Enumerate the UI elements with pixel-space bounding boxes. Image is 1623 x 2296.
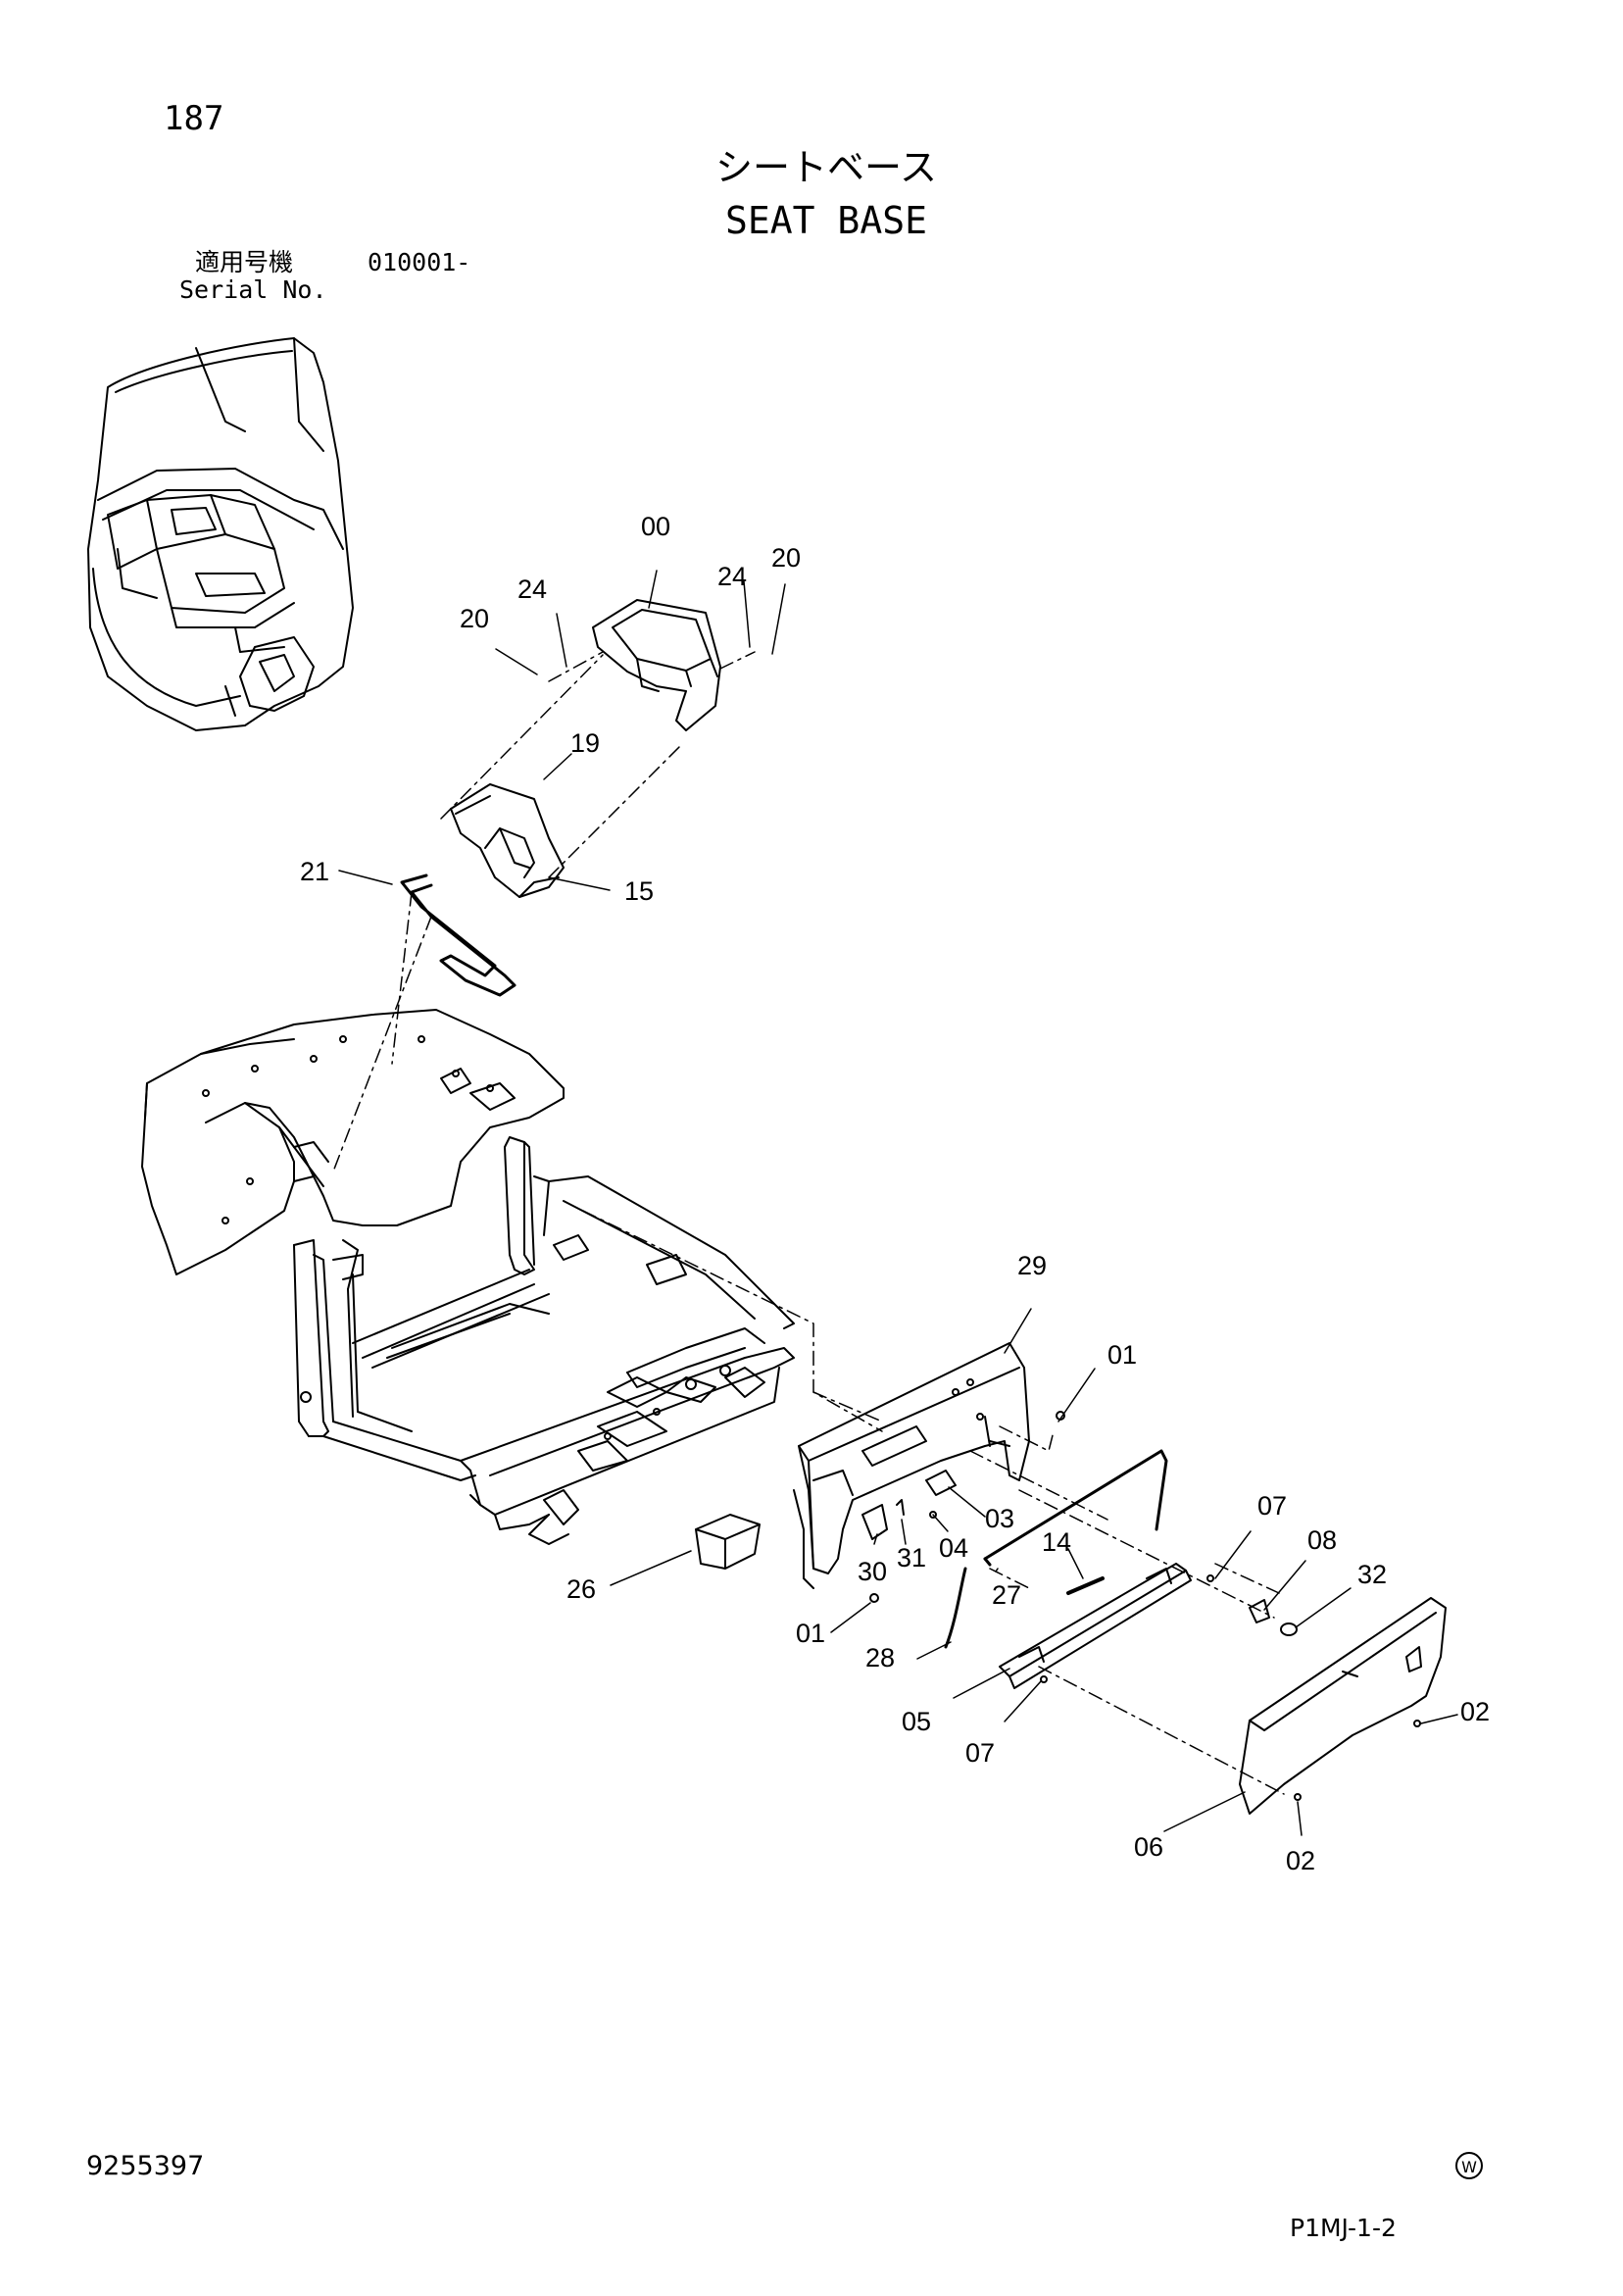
callout-01: 01 <box>1107 1340 1137 1370</box>
serial-label-english: Serial No. <box>179 275 327 304</box>
callout-14: 14 <box>1042 1527 1071 1557</box>
callout-24: 24 <box>717 562 747 591</box>
callout-15: 15 <box>624 876 654 906</box>
parts-clips <box>861 1411 1065 1603</box>
callout-07: 07 <box>965 1738 995 1768</box>
callout-28: 28 <box>865 1643 895 1672</box>
callout-08: 08 <box>1307 1525 1337 1555</box>
assembly-guide-lines-upper <box>332 651 756 1173</box>
callout-labels: 00 24 20 24 20 19 21 15 29 01 03 04 31 3… <box>300 512 1490 1875</box>
parts-fasteners <box>1040 1574 1421 1801</box>
callout-02: 02 <box>1286 1846 1315 1875</box>
callout-21: 21 <box>300 857 329 886</box>
callout-31: 31 <box>897 1543 926 1572</box>
callout-07: 07 <box>1257 1491 1287 1521</box>
title-english: SEAT BASE <box>725 199 927 242</box>
main-seat-frame <box>141 1009 795 1545</box>
callout-01: 01 <box>796 1619 825 1648</box>
callout-30: 30 <box>858 1557 887 1586</box>
callout-24: 24 <box>517 574 547 604</box>
assembly-guide-lines-lower <box>582 1210 1285 1795</box>
page-reference: P1MJ-1-2 <box>1290 2214 1397 2242</box>
callout-26: 26 <box>566 1574 596 1604</box>
part-05-rail <box>999 1563 1192 1689</box>
callout-20: 20 <box>460 604 489 633</box>
part-14-rod <box>1066 1576 1105 1595</box>
callout-00: 00 <box>641 512 670 541</box>
machine-locator-illustration <box>87 337 354 731</box>
part-00-cover <box>592 599 721 731</box>
part-26-pad <box>695 1514 761 1570</box>
part-06-cover <box>1239 1597 1447 1815</box>
callout-27: 27 <box>992 1580 1021 1610</box>
serial-label-japanese: 適用号機 <box>195 248 294 276</box>
callout-32: 32 <box>1357 1560 1387 1589</box>
part-15-bracket <box>450 783 565 898</box>
callout-29: 29 <box>1017 1251 1047 1280</box>
callout-19: 19 <box>570 728 600 758</box>
part-27-28-seals <box>944 1449 1168 1649</box>
callout-02: 02 <box>1460 1697 1490 1726</box>
part-29-panel <box>793 1342 1030 1589</box>
serial-value: 010001- <box>368 248 471 276</box>
callout-04: 04 <box>939 1533 968 1563</box>
callout-03: 03 <box>985 1504 1014 1533</box>
w-circle-mark: W <box>1455 2152 1483 2179</box>
callout-05: 05 <box>902 1707 931 1736</box>
title-japanese: シートベース <box>714 146 938 189</box>
document-code: 9255397 <box>86 2151 205 2181</box>
part-21-rod <box>400 873 516 997</box>
callout-06: 06 <box>1134 1832 1163 1862</box>
callout-leader-lines <box>338 570 1458 1836</box>
callout-20: 20 <box>771 543 801 573</box>
page-number: 187 <box>164 99 224 138</box>
